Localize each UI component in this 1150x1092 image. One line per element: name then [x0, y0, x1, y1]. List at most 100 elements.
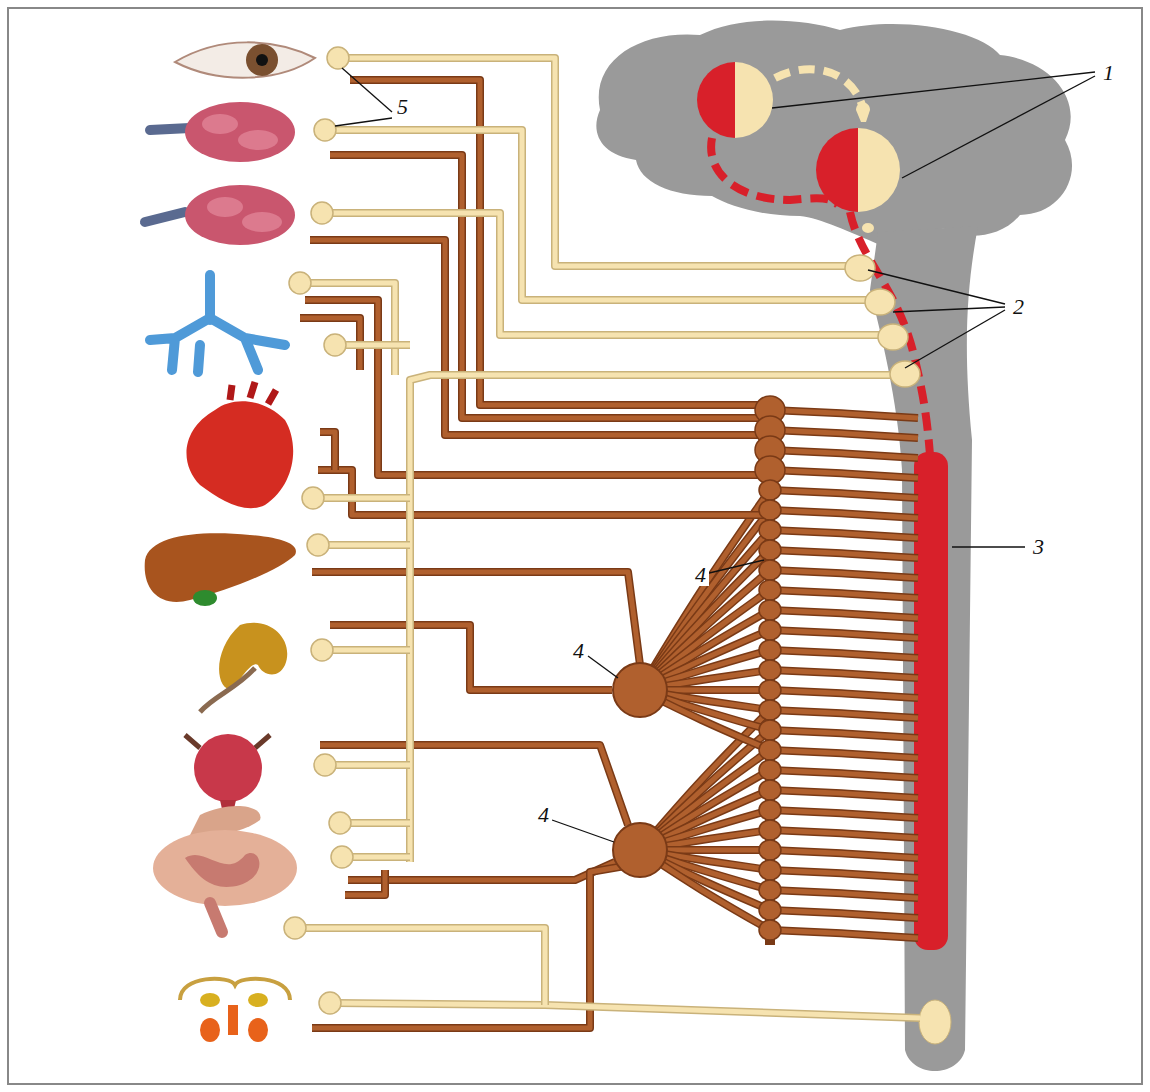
sympathetic-root — [770, 730, 918, 738]
sympathetic-root — [770, 890, 918, 898]
prevertebral-ganglion — [613, 823, 667, 877]
brainstem-nucleus — [865, 289, 895, 315]
parasympathetic-ganglion — [314, 119, 336, 141]
parasympathetic-fiber — [328, 213, 880, 335]
chain-ganglion — [759, 780, 781, 800]
chain-ganglion — [759, 660, 781, 680]
sympathetic-fiber — [345, 870, 385, 895]
parasympathetic-fiber — [340, 343, 410, 348]
sympathetic-root — [770, 410, 918, 418]
sympathetic-root — [770, 810, 918, 818]
sympathetic-root — [770, 930, 918, 938]
parasympathetic-fiber — [322, 543, 410, 548]
callout-number: 2 — [1010, 296, 1027, 318]
chain-ganglion — [759, 920, 781, 940]
parasympathetic-fiber — [347, 853, 410, 861]
nucleus — [862, 223, 874, 233]
chain-ganglion — [759, 700, 781, 720]
parasympathetic-fiber — [340, 341, 410, 349]
sympathetic-fiber — [320, 432, 335, 470]
parasympathetic-fiber — [345, 819, 410, 827]
sympathetic-root — [770, 690, 918, 698]
parasympathetic-ganglion — [311, 202, 333, 224]
brain — [596, 20, 1072, 245]
parasympathetic-fiber — [318, 496, 410, 501]
sympathetic-root — [770, 470, 918, 478]
sympathetic-fiber — [312, 572, 640, 665]
spinal-centre — [914, 452, 948, 950]
sympathetic-fiber — [640, 510, 770, 690]
sympathetic-fiber — [320, 745, 628, 825]
sympathetic-root — [770, 610, 918, 618]
sympathetic-root — [770, 510, 918, 518]
sympathetic-root — [770, 590, 918, 598]
parasympathetic-fiber — [410, 375, 895, 862]
chain-ganglion — [759, 880, 781, 900]
sympathetic-fiber — [312, 572, 640, 665]
kidney — [200, 623, 287, 712]
chain-ganglion — [759, 820, 781, 840]
sympathetic-root — [770, 410, 918, 418]
sympathetic-root — [770, 450, 918, 458]
chain-ganglion — [759, 580, 781, 600]
brainstem-nucleus — [878, 324, 908, 350]
sympathetic-root — [770, 790, 918, 798]
parasympathetic-ganglion — [302, 487, 324, 509]
parasympathetic-fiber — [326, 648, 410, 653]
callout-number: 4 — [692, 564, 709, 586]
chain-ganglion — [759, 860, 781, 880]
prevertebral-ganglion — [613, 663, 667, 717]
bronchi — [150, 275, 285, 372]
parasympathetic-fiber — [347, 855, 410, 860]
sympathetic-root — [770, 930, 918, 938]
sympathetic-root — [770, 430, 918, 438]
sympathetic-fiber — [640, 530, 770, 690]
sympathetic-root — [770, 710, 918, 718]
callout-number: 1 — [1100, 62, 1117, 84]
sympathetic-root — [770, 710, 918, 718]
chain-ganglion — [759, 540, 781, 560]
chain-ganglion — [759, 480, 781, 500]
parasympathetic-ganglion — [307, 534, 329, 556]
bladder — [185, 734, 270, 818]
sympathetic-root — [770, 570, 918, 578]
sympathetic-root — [770, 910, 918, 918]
gland — [145, 185, 295, 245]
sympathetic-root — [770, 630, 918, 638]
sympathetic-root — [770, 850, 918, 858]
chain-ganglion — [759, 720, 781, 740]
parasympathetic-ganglion — [327, 47, 349, 69]
parasympathetic-ganglion — [319, 992, 341, 1014]
chain-ganglion — [759, 760, 781, 780]
chain-ganglion — [759, 900, 781, 920]
sympathetic-root — [770, 590, 918, 598]
sympathetic-root — [770, 670, 918, 678]
sympathetic-root — [770, 790, 918, 798]
sacral-nucleus — [919, 1000, 951, 1044]
chain-ganglion — [759, 740, 781, 760]
sympathetic-fiber — [330, 625, 612, 690]
sympathetic-fiber — [640, 710, 770, 850]
sympathetic-root — [770, 510, 918, 518]
sympathetic-root — [770, 890, 918, 898]
callout-number: 5 — [394, 96, 411, 118]
sympathetic-root — [770, 850, 918, 858]
parasympathetic-fiber — [335, 1003, 920, 1018]
sympathetic-root — [770, 550, 918, 558]
parasympathetic-fiber — [326, 646, 410, 654]
liver — [145, 533, 296, 606]
chain-ganglion — [759, 520, 781, 540]
sympathetic-fiber — [330, 625, 612, 690]
brainstem-nucleus — [890, 361, 920, 387]
parasympathetic-ganglion — [329, 812, 351, 834]
callout-number: 4 — [535, 804, 552, 826]
chain-ganglion — [759, 640, 781, 660]
sympathetic-fiber — [320, 745, 628, 825]
stomach-intestine — [153, 806, 297, 932]
sympathetic-root — [770, 450, 918, 458]
parasympathetic-ganglion — [331, 846, 353, 868]
sympathetic-root — [770, 470, 918, 478]
sympathetic-fiber — [640, 550, 770, 690]
